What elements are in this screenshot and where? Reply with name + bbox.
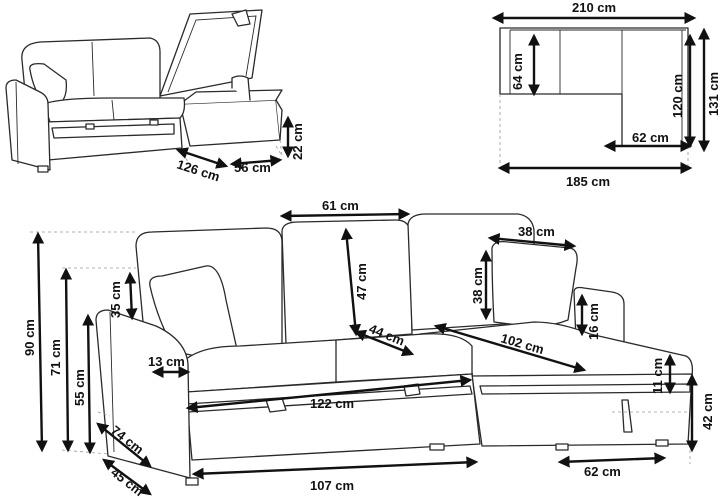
label-47cm: 47 cm [354,263,369,300]
label-13cm: 13 cm [148,354,185,369]
label-90cm: 90 cm [22,319,37,356]
label-62cm-top: 62 cm [632,130,669,145]
small-sofa-illustration [5,9,283,173]
label-64cm: 64 cm [510,53,525,90]
label-42cm: 42 cm [700,393,715,430]
label-22cm: 22 cm [290,123,305,160]
label-71cm: 71 cm [48,339,63,376]
label-126cm: 126 cm [175,157,222,185]
label-210cm: 210 cm [572,0,616,15]
label-56cm: 56 cm [234,160,271,175]
label-122cm: 122 cm [310,396,354,411]
dimension-arrows [32,12,710,496]
label-61cm: 61 cm [322,198,359,213]
label-55cm: 55 cm [72,369,87,406]
label-38cm-height: 38 cm [470,267,485,304]
label-62cm-front: 62 cm [584,464,621,479]
label-16cm: 16 cm [586,303,601,340]
label-107cm: 107 cm [310,478,354,493]
label-11cm: 11 cm [650,358,665,394]
label-120cm: 120 cm [670,74,685,118]
label-131cm: 131 cm [706,72,720,116]
label-35cm: 35 cm [108,281,123,318]
label-38cm-width: 38 cm [518,224,555,239]
label-45cm: 45 cm [108,465,146,498]
label-185cm: 185 cm [566,174,610,189]
